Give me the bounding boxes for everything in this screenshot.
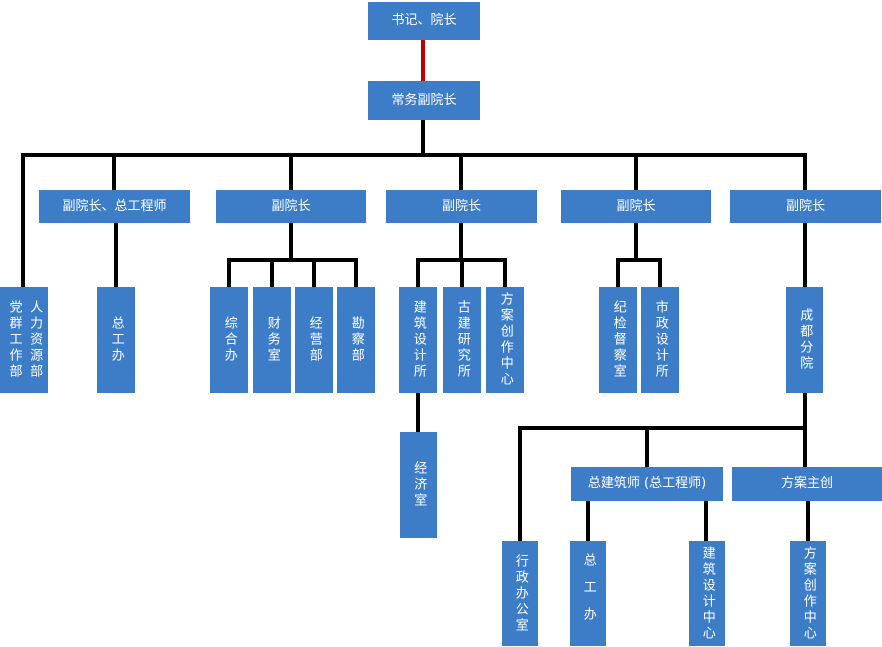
node-admin-office: 行政办公室 [502, 541, 538, 646]
connector-drop-arch-design-institute [416, 262, 420, 287]
connector-chengdu-stem [803, 393, 807, 467]
connector-archdesign-economics [416, 393, 420, 432]
node-label: 财务室 [264, 316, 280, 364]
node-vp-chief-engineer: 副院长、总工程师 [39, 190, 190, 223]
node-label-hr-dept: 人力资源部 [27, 300, 43, 380]
node-label: 总建筑师 (总工程师) [587, 476, 707, 492]
connector-drop-admin-office [518, 430, 522, 541]
node-business-dept: 经营部 [295, 287, 333, 393]
node-label: 勘察部 [348, 316, 364, 364]
node-scheme-creation-center: 方案创作中心 [486, 287, 524, 393]
connector-vp1-stem [289, 223, 293, 262]
connector-vp4-chengdu [803, 223, 807, 287]
node-vp-3: 副院长 [561, 190, 711, 223]
node-vp-2: 副院长 [386, 190, 537, 223]
connector-drop-vpce [112, 157, 116, 190]
connector-vp3-branch [616, 258, 662, 262]
node-architectural-design-institute: 建筑设计所 [399, 287, 437, 393]
node-secretary-president: 书记、院长 [368, 2, 480, 40]
node-label: 方案创作中心 [497, 292, 513, 388]
node-label: 常务副院长 [391, 92, 457, 108]
node-executive-vice-president: 常务副院长 [368, 81, 480, 120]
connector-main-branch [21, 153, 807, 157]
node-discipline-inspection-office: 纪检督察室 [599, 287, 637, 393]
connector-drop-branch-chiefeng [586, 501, 590, 541]
node-label: 总工办 [108, 316, 124, 364]
node-label: 副院长 [785, 198, 825, 214]
connector-execvp-stem [421, 120, 425, 157]
node-survey-dept: 勘察部 [337, 287, 375, 393]
connector-drop-vp3 [634, 157, 638, 190]
connector-drop-vp4 [803, 157, 807, 190]
node-label: 经济室 [411, 461, 427, 509]
connector-drop-arch-design-center [704, 501, 708, 541]
connector-root-execvp [421, 40, 425, 81]
node-vp-1: 副院长 [216, 190, 366, 223]
connector-drop-business-dept [312, 262, 316, 287]
node-label: 经营部 [306, 316, 322, 364]
node-label: 建筑设计所 [410, 300, 426, 380]
node-chengdu-branch: 成都分院 [786, 287, 823, 393]
connector-vp3-stem [634, 223, 638, 262]
node-label: 行政办公室 [512, 553, 528, 634]
node-label: 书记、院长 [391, 13, 457, 29]
node-label: 市政设计所 [652, 300, 668, 380]
connector-chengdu-branch-line [518, 426, 807, 430]
node-label: 副院长 [271, 198, 311, 214]
node-scheme-lead: 方案主创 [732, 467, 882, 501]
node-label: 副院长 [616, 198, 656, 214]
node-label: 副院长、总工程师 [62, 198, 167, 214]
connector-vp1-branch [227, 258, 358, 262]
node-chief-engineer-office: 总工办 [97, 287, 135, 393]
node-label: 纪检督察室 [610, 300, 626, 380]
node-branch-scheme-creation-center: 方案创作中心 [790, 541, 826, 646]
connector-drop-finance-office [270, 262, 274, 287]
connector-drop-municipal-institute [658, 262, 662, 287]
node-general-office: 综合办 [210, 287, 248, 393]
node-chief-architect: 总建筑师 (总工程师) [571, 467, 723, 501]
connector-drop-general-office [227, 262, 231, 287]
connector-drop-vp2 [459, 157, 463, 190]
node-party-mass-and-hr-dept: 党群工作部 人力资源部 [0, 287, 48, 393]
node-branch-chief-engineer-office: 总工办 [570, 541, 606, 646]
connector-drop-depts [21, 157, 25, 287]
connector-drop-scheme-creation-center [503, 262, 507, 287]
node-vp-4: 副院长 [730, 190, 881, 223]
node-label: 方案主创 [780, 476, 833, 492]
connector-drop-ancient-arch-institute [460, 262, 464, 287]
node-label: 综合办 [221, 316, 237, 364]
connector-drop-discipline-office [616, 262, 620, 287]
node-label: 副院长 [441, 198, 481, 214]
node-economics-office: 经济室 [400, 432, 437, 538]
node-finance-office: 财务室 [253, 287, 291, 393]
connector-vp2-branch [416, 258, 507, 262]
connector-vpce-chiefengoffice [114, 223, 118, 287]
node-label: 成都分院 [797, 308, 813, 372]
connector-drop-vp1 [289, 157, 293, 190]
connector-drop-branch-scheme-center [806, 501, 810, 541]
node-architectural-design-center: 建筑设计中心 [689, 541, 725, 646]
connector-drop-survey-dept [354, 262, 358, 287]
node-label-party-mass-dept: 党群工作部 [6, 300, 22, 380]
connector-drop-chief-architect [645, 430, 649, 467]
node-label: 方案创作中心 [800, 545, 816, 642]
node-label: 建筑设计中心 [699, 545, 715, 642]
node-ancient-architecture-institute: 古建研究所 [443, 287, 481, 393]
node-label: 总工办 [580, 553, 596, 634]
node-municipal-design-institute: 市政设计所 [641, 287, 679, 393]
connector-vp2-stem [459, 223, 463, 262]
node-label: 古建研究所 [454, 300, 470, 380]
